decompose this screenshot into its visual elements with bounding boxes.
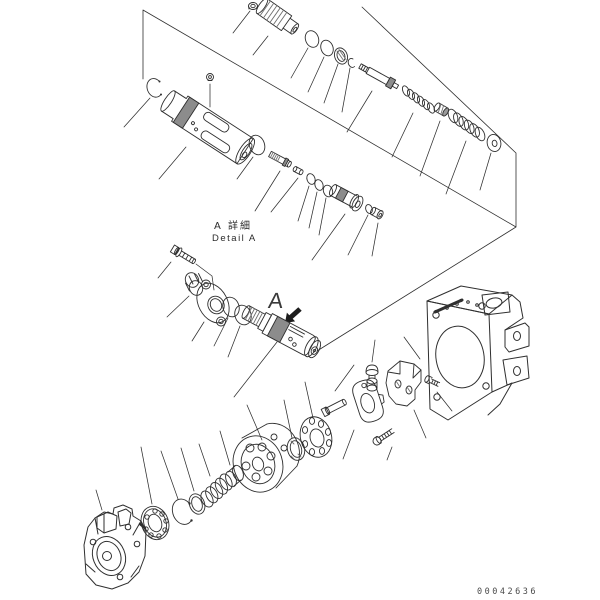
part-valve-plate — [299, 416, 333, 458]
part-threaded-pin — [268, 150, 292, 168]
part-snap-ring-large — [171, 498, 193, 525]
part-o-ring-c — [322, 184, 334, 198]
part-o-ring-2 — [320, 39, 334, 57]
part-mounting-bolt — [424, 375, 441, 387]
detail-boundary-lines — [142, 6, 517, 352]
part-cylinder-block — [232, 422, 300, 493]
part-plug — [366, 377, 378, 392]
leader-lines — [95, 261, 453, 511]
part-ribbed-plunger — [255, 0, 300, 35]
part-pin-small — [138, 522, 147, 530]
part-valve-sleeve — [160, 90, 255, 165]
part-o-ring-1 — [304, 30, 320, 48]
part-seal-ring — [286, 437, 306, 461]
detail-title-en: Detail A — [212, 233, 257, 244]
part-control-valve-assembly — [241, 305, 322, 359]
part-o-ring-rear — [234, 304, 252, 326]
part-piston-pin — [320, 398, 347, 418]
view-marker-a: A — [267, 288, 285, 313]
part-flange — [196, 279, 230, 327]
part-front-pump-housing — [83, 504, 147, 590]
part-push-rod — [358, 63, 400, 90]
part-lock-nut — [248, 2, 258, 10]
part-set-screw — [206, 73, 214, 81]
part-bushing — [433, 102, 450, 117]
part-spacer — [292, 166, 304, 176]
part-o-ring-a — [306, 173, 316, 185]
part-retainer-clip — [347, 58, 355, 68]
part-cap — [365, 364, 379, 379]
part-o-ring-sleeve — [248, 134, 266, 156]
view-marker-arrow-icon — [285, 307, 302, 323]
leader-lines — [123, 10, 492, 261]
part-dowel-pin — [433, 298, 464, 314]
part-bolt — [169, 244, 196, 265]
part-o-ring-front — [222, 296, 240, 318]
part-cover-plate — [352, 379, 385, 423]
part-o-ring-b — [314, 179, 324, 191]
part-spring-small — [401, 85, 436, 114]
part-spring-large — [447, 108, 486, 142]
detail-a-view: A 詳細 Detail A — [123, 0, 517, 352]
part-rear-pump-housing — [426, 285, 530, 421]
drawing-number: 00042636 — [477, 587, 538, 597]
part-snap-ring — [146, 78, 162, 98]
part-washer — [486, 134, 502, 152]
main-view: A — [83, 244, 530, 590]
part-spring — [200, 473, 233, 508]
part-plug-small — [369, 206, 384, 220]
part-collar — [225, 464, 244, 488]
part-screw — [372, 428, 395, 446]
part-support-bracket — [385, 360, 422, 407]
part-bearing-ring — [333, 47, 349, 65]
part-retainer-ring — [188, 493, 206, 515]
detail-title-ja: A 詳細 — [214, 219, 252, 232]
part-valve-spool-body — [328, 184, 364, 212]
